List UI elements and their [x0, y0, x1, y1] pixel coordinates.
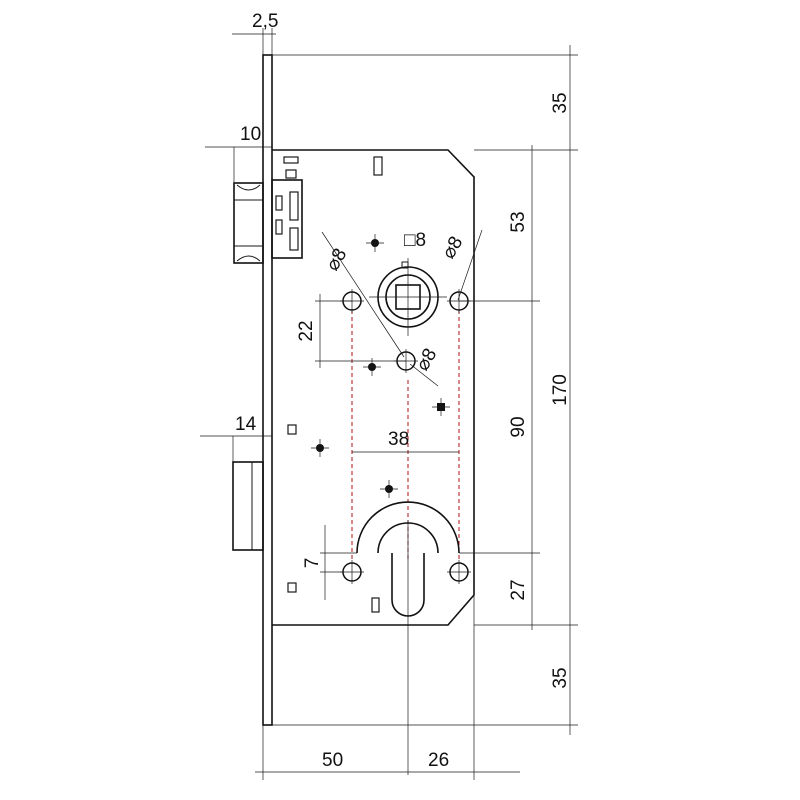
screw-hole-left-bottom	[340, 560, 364, 584]
dim-upper-segment: 53	[508, 211, 529, 232]
rivet-marker	[380, 480, 398, 498]
dim-follower-to-hole: 22	[296, 320, 317, 341]
leader-line	[409, 363, 439, 387]
dim-center-distance: 90	[508, 416, 529, 437]
cylinder-cutout	[356, 501, 460, 775]
dim-lower-segment: 27	[508, 579, 529, 600]
lock-body-outline	[272, 149, 475, 626]
dim-bolt-projection: 14	[235, 414, 257, 435]
dim-screw-spacing: 38	[388, 429, 409, 450]
latch-mechanism	[271, 156, 383, 259]
slot-mark	[371, 597, 380, 613]
dim-faceplate-thickness: 2,5	[252, 11, 278, 32]
leader-line	[321, 231, 405, 358]
follower-hub	[369, 258, 447, 336]
dim-rear-depth: 26	[428, 750, 449, 771]
label-right-hole-diameter: ⌀8	[438, 233, 467, 263]
label-square-follower: □8	[404, 230, 426, 251]
dim-bottom-offset: 35	[550, 667, 571, 688]
dim-cylinder-offset: 7	[302, 558, 323, 569]
label-center-hole-diameter: ⌀8	[412, 345, 441, 375]
dim-latch-projection: 10	[240, 124, 261, 145]
dimension-lines	[200, 28, 578, 780]
dim-top-offset: 35	[550, 92, 571, 113]
rivet-marker	[432, 398, 450, 416]
latch-bolt	[233, 182, 264, 264]
rivet-marker	[311, 439, 329, 457]
leader-line	[457, 229, 483, 301]
dim-backset: 50	[322, 750, 343, 771]
screw-hole-right-bottom	[447, 560, 471, 584]
dim-total-height: 170	[550, 374, 571, 406]
slot-mark	[287, 424, 297, 435]
dead-bolt	[232, 461, 264, 551]
rivet-marker	[366, 234, 384, 252]
slot-mark	[287, 582, 297, 593]
faceplate	[262, 54, 273, 726]
